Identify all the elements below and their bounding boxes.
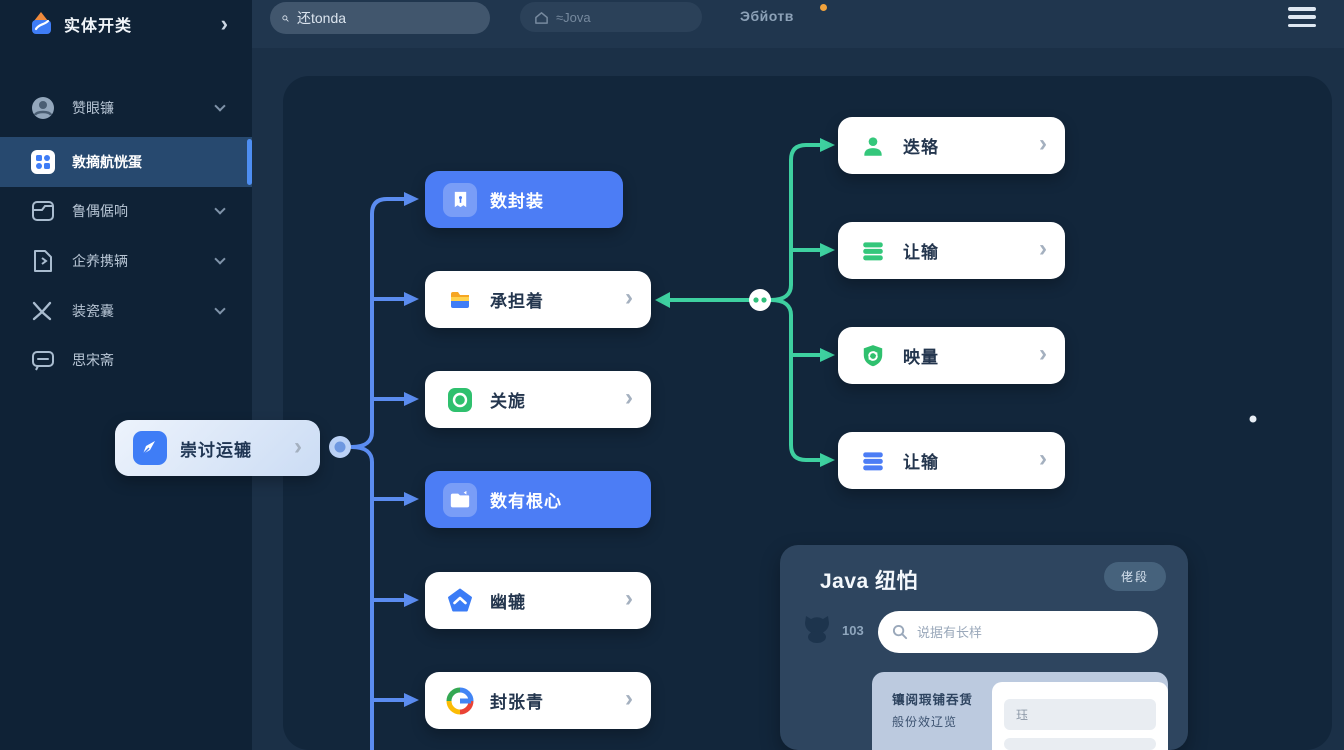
logo-area[interactable]: 实体开类 › — [0, 0, 252, 48]
mindmap-node-middle-4[interactable]: 幽辘 › — [425, 572, 651, 629]
grid-icon — [31, 150, 55, 174]
book-icon — [443, 182, 477, 217]
user-account-label[interactable]: Эбйотв — [740, 8, 794, 24]
chevron-right-icon: › — [1039, 130, 1047, 157]
form-field-1[interactable] — [1004, 699, 1156, 730]
card-icon — [32, 201, 54, 221]
pen-icon — [133, 431, 167, 465]
form-label-2: 般份效辽览 — [892, 715, 958, 729]
sidebar-item-1-active[interactable]: 敦摘航恍蛋 — [0, 137, 252, 187]
sidebar-item-0[interactable]: 赞眼镰 — [0, 84, 252, 132]
chevron-right-icon: › — [625, 284, 633, 311]
chevron-right-icon: › — [1039, 340, 1047, 367]
node-label: 幽辘 — [490, 593, 526, 612]
chevron-right-icon: › — [1039, 235, 1047, 262]
sidebar-item-label: 企养携辆 — [72, 253, 128, 269]
person-icon — [856, 129, 890, 163]
x-icon — [32, 301, 52, 321]
green-app-icon — [443, 383, 477, 417]
node-label: 让输 — [903, 243, 939, 262]
node-label: 崇讨运辘 — [180, 440, 252, 460]
panel-badge-button[interactable]: 佬段 — [1103, 562, 1166, 591]
node-label: 关旎 — [490, 392, 526, 411]
app-logo-icon — [32, 12, 51, 34]
nav-pill[interactable]: ≈Jova — [520, 2, 702, 32]
mindmap-node-right-0[interactable]: 迭辂 › — [838, 117, 1065, 174]
panel-search-input[interactable] — [917, 624, 1144, 640]
white-folder-icon — [443, 482, 477, 517]
mindmap-node-middle-1[interactable]: 承担着 › — [425, 271, 651, 328]
chevron-right-icon: › — [625, 384, 633, 411]
cat-icon — [805, 616, 829, 643]
mindmap-node-right-1[interactable]: 让输 › — [838, 222, 1065, 279]
node-label: 数封装 — [490, 192, 544, 211]
node-label: 迭辂 — [903, 138, 939, 157]
nav-pill-label: ≈Jova — [556, 9, 591, 25]
chevron-right-icon: › — [294, 432, 302, 460]
panel-count: 103 — [842, 623, 864, 638]
chevron-right-icon: › — [625, 685, 633, 712]
google-ring-icon — [443, 684, 477, 718]
global-search[interactable] — [270, 2, 490, 34]
sidebar-item-label: 思宋斋 — [72, 352, 114, 368]
search-icon — [282, 14, 289, 22]
panel-title: Java 纽怕 — [820, 570, 919, 593]
app-title: 实体开类 — [64, 18, 133, 35]
sidebar-item-label: 敦摘航恍蛋 — [72, 154, 142, 170]
sidebar: 赞眼镰 敦摘航恍蛋 鲁偶倨响 企养携辆 装瓷囊 — [0, 48, 252, 750]
java-panel-card: Java 纽怕 佬段 103 镶阅瑕铺吞赁 般份效辽览 — [780, 545, 1188, 750]
avatar-icon — [32, 97, 54, 119]
mindmap-node-middle-5[interactable]: 封张青 › — [425, 672, 651, 729]
node-label: 映量 — [903, 348, 939, 367]
sidebar-item-3[interactable]: 企养携辆 — [0, 237, 252, 285]
panel-search[interactable] — [878, 611, 1158, 653]
chevron-down-icon — [214, 203, 226, 215]
search-icon — [892, 624, 908, 640]
folder-two-tone-icon — [443, 283, 477, 317]
pentagon-icon — [443, 584, 477, 618]
chevron-down-icon — [214, 100, 226, 112]
chat-icon — [32, 351, 54, 371]
notification-dot — [820, 4, 827, 11]
home-icon — [535, 11, 548, 24]
active-indicator — [247, 139, 252, 185]
mindmap-node-right-2[interactable]: 映量 › — [838, 327, 1065, 384]
chevron-down-icon — [214, 253, 226, 265]
menu-icon[interactable] — [1288, 7, 1316, 27]
sidebar-item-label: 鲁偶倨响 — [72, 203, 128, 219]
database-green-icon — [856, 234, 890, 268]
form-label-1: 镶阅瑕铺吞赁 — [892, 693, 974, 707]
database-blue-icon — [856, 444, 890, 478]
node-label: 让输 — [903, 453, 939, 472]
form-field-2[interactable] — [1004, 738, 1156, 750]
form-card — [992, 682, 1168, 750]
sidebar-item-label: 装瓷囊 — [72, 303, 114, 319]
mindmap-node-middle-3[interactable]: 数有根心 — [425, 471, 651, 528]
sidebar-item-5[interactable]: 思宋斋 — [0, 336, 252, 384]
sidebar-item-2[interactable]: 鲁偶倨响 — [0, 187, 252, 235]
mindmap-node-middle-2[interactable]: 关旎 › — [425, 371, 651, 428]
chevron-right-icon: › — [625, 585, 633, 612]
chevron-down-icon — [214, 303, 226, 315]
node-label: 数有根心 — [490, 492, 562, 511]
mindmap-node-right-3[interactable]: 让输 › — [838, 432, 1065, 489]
sidebar-collapse-chevron[interactable]: › — [220, 11, 228, 36]
chevron-right-icon: › — [1039, 445, 1047, 472]
search-input[interactable] — [297, 10, 478, 26]
file-icon — [34, 250, 52, 272]
node-label: 封张青 — [490, 693, 544, 712]
panel-form: 镶阅瑕铺吞赁 般份效辽览 — [872, 672, 1168, 750]
sidebar-item-4[interactable]: 装瓷囊 — [0, 287, 252, 335]
shield-refresh-icon — [856, 339, 890, 373]
sidebar-item-label: 赞眼镰 — [72, 100, 114, 116]
node-label: 承担着 — [490, 292, 544, 311]
mindmap-node-middle-0[interactable]: 数封装 — [425, 171, 623, 228]
mindmap-root-node[interactable]: 崇讨运辘 › — [115, 420, 320, 476]
